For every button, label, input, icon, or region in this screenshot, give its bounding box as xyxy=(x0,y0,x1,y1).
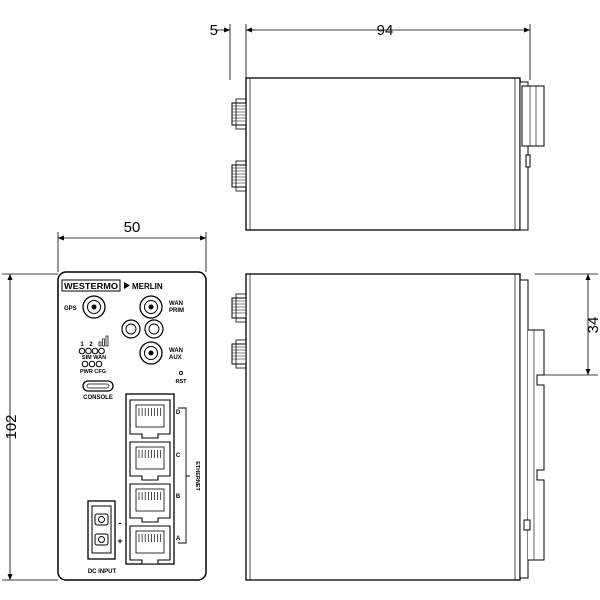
rj45-port-icon xyxy=(129,525,171,565)
rj45-port-icon xyxy=(129,441,171,481)
dim-side-rail: 34 xyxy=(585,317,600,334)
sma-connector-icon xyxy=(231,160,247,192)
sma-connector-icon xyxy=(144,319,164,339)
gps-label: GPS xyxy=(64,306,77,312)
ethernet-label: ETHERNET xyxy=(194,461,200,491)
wan-aux-label-2: AUX xyxy=(169,355,182,361)
console-label: CONSOLE xyxy=(83,395,113,401)
port-c-label: C xyxy=(176,453,181,459)
sma-connector-icon xyxy=(231,98,247,130)
top-view-body xyxy=(245,77,521,231)
rst-label: RST xyxy=(176,379,188,385)
dim-top-depth: 94 xyxy=(377,22,394,39)
dim-front-width: 50 xyxy=(124,219,141,236)
sma-connector-icon xyxy=(231,339,247,369)
wan-aux-label-1: WAN xyxy=(169,348,183,354)
port-a-label: A xyxy=(176,536,181,542)
sim-wan-label: SIM WAN xyxy=(82,355,106,361)
dc-plus-label: + xyxy=(117,536,122,546)
signal-bars-icon xyxy=(98,335,109,347)
led-indicator-icon xyxy=(78,347,105,368)
dim-front-height: 102 xyxy=(3,414,20,439)
dc-input-label: DC INPUT xyxy=(88,569,117,575)
sma-connector-icon xyxy=(82,295,106,319)
port-b-label: B xyxy=(176,494,181,500)
merlin-logo-text: MERLIN xyxy=(132,282,163,291)
dc-minus-label: - xyxy=(119,518,122,528)
reset-button xyxy=(178,370,184,376)
side-view-body xyxy=(245,273,521,581)
usb-c-port-icon xyxy=(82,380,114,392)
westermo-logo xyxy=(61,279,121,292)
rj45-port-icon xyxy=(129,399,171,439)
sma-connector-icon xyxy=(231,293,247,323)
din-clip-side xyxy=(528,329,545,561)
side-view xyxy=(231,273,598,581)
rj45-ports xyxy=(129,399,171,565)
westermo-logo-text: WESTERMO xyxy=(64,282,118,291)
sma-connector-icon xyxy=(139,341,163,365)
rj45-port-icon xyxy=(129,483,171,523)
merlin-logo-icon xyxy=(124,282,130,289)
port-d-label: D xyxy=(176,410,181,416)
front-view xyxy=(2,232,207,581)
sma-connector-icon xyxy=(121,319,141,339)
dim-top-offset: 5 xyxy=(210,22,218,39)
terminal-block-icon xyxy=(87,500,116,560)
sim-number-2: 2 xyxy=(89,342,93,348)
top-view xyxy=(215,24,545,231)
pwr-cfg-label: PWR CFG xyxy=(80,369,106,375)
sim-number-1: 1 xyxy=(80,342,84,348)
din-clip-top xyxy=(521,85,545,147)
wan-prim-label-2: PRIM xyxy=(169,308,184,314)
sma-connector-icon xyxy=(139,295,163,319)
wan-prim-label-1: WAN xyxy=(169,301,183,307)
